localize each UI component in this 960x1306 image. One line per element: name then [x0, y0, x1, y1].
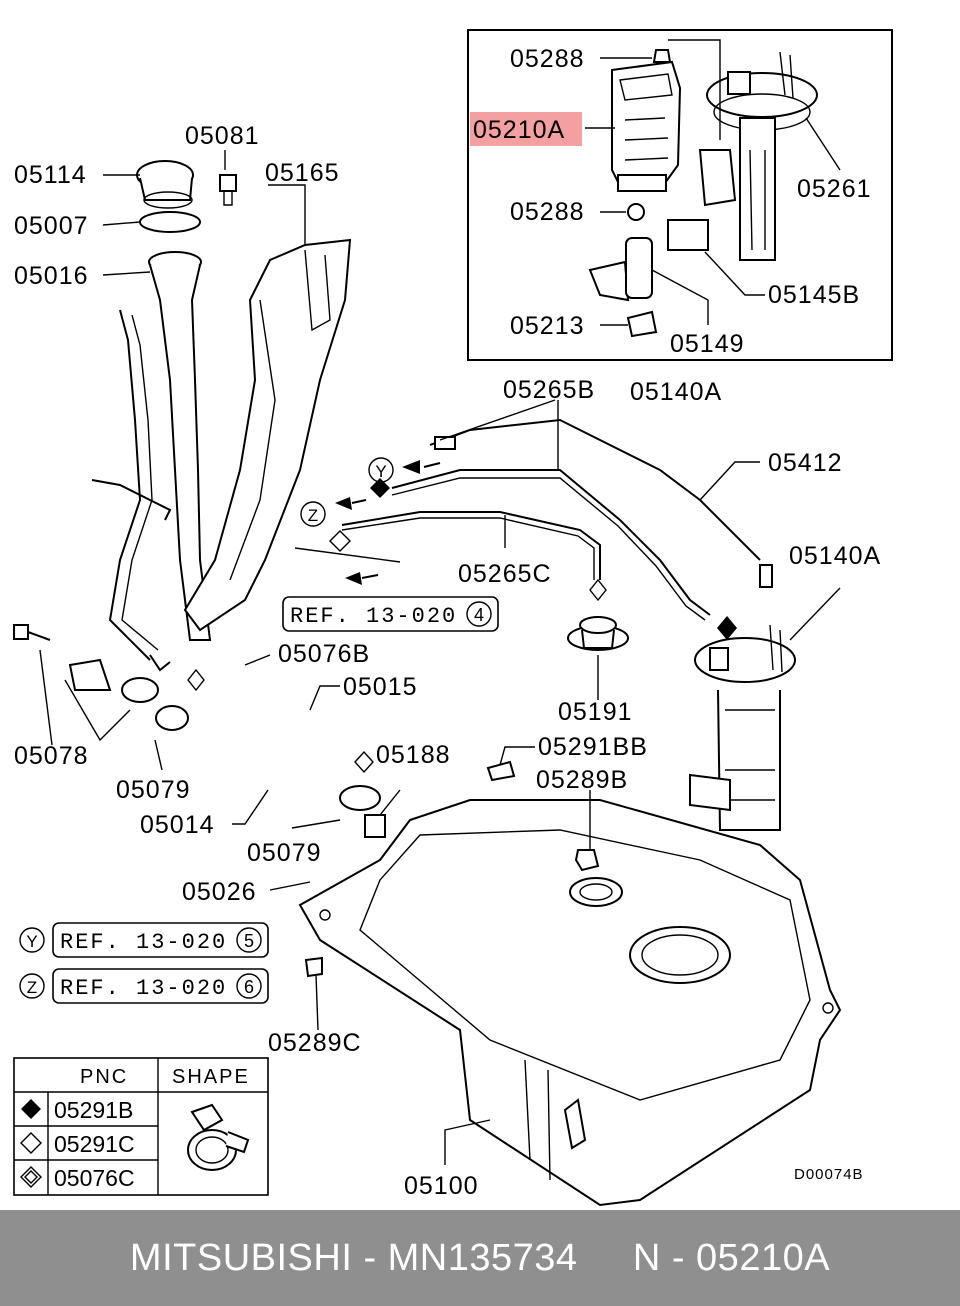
- label-05213: 05213: [510, 312, 585, 340]
- nut-05289b: [574, 849, 600, 872]
- legend-table: PNC SHAPE 05291B 05291C 05076C: [13, 1057, 269, 1196]
- drawing-code: D00074B: [794, 1166, 864, 1183]
- label-05140a-box: 05140A: [630, 378, 722, 406]
- pump-flange-inset: [706, 51, 818, 261]
- label-05289c: 05289C: [268, 1029, 362, 1057]
- marker-y-ref: Y: [26, 932, 37, 951]
- ref-num-5: 5: [244, 931, 254, 951]
- leader-lines: [39, 150, 841, 1165]
- flow-arrows: [187, 460, 737, 774]
- label-05288-bottom: 05288: [510, 198, 585, 226]
- marker-z: Z: [308, 506, 318, 525]
- label-05015: 05015: [343, 673, 418, 701]
- label-05288-top: 05288: [510, 45, 585, 73]
- label-05026: 05026: [182, 878, 257, 906]
- ref-box-5[interactable]: REF. 13-020 5: [52, 922, 269, 958]
- label-05149: 05149: [670, 330, 745, 358]
- legend-pnc-1: 05291B: [54, 1097, 133, 1123]
- label-05014: 05014: [140, 811, 215, 839]
- marker-z-ref: Z: [27, 978, 37, 997]
- legend-pnc-2: 05291C: [54, 1131, 135, 1157]
- footer-caption: MITSUBISHI - MN135734 N - 05210A: [129, 1236, 831, 1279]
- fuel-pump-assembly: [611, 60, 682, 192]
- clip-05291bb: [486, 760, 516, 782]
- label-05191: 05191: [558, 698, 633, 726]
- marker-y: Y: [375, 462, 386, 481]
- label-05079-left: 05079: [116, 776, 191, 804]
- ref-box-6[interactable]: REF. 13-020 6: [52, 968, 269, 1004]
- footer-bar: MITSUBISHI - MN135734 N - 05210A: [0, 1210, 960, 1306]
- label-05188: 05188: [376, 741, 451, 769]
- label-05289b: 05289B: [536, 766, 628, 794]
- label-05412: 05412: [768, 449, 843, 477]
- label-05016: 05016: [14, 262, 89, 290]
- label-05078: 05078: [14, 742, 89, 770]
- neck-bracket: [91, 479, 172, 521]
- label-05291bb: 05291BB: [538, 733, 648, 761]
- pump-module-right: [689, 624, 796, 831]
- ref-num-6: 6: [244, 977, 254, 997]
- label-05265b: 05265B: [503, 376, 595, 404]
- sensor-05078: [13, 624, 112, 691]
- label-05114: 05114: [14, 161, 87, 189]
- legend-col-pnc: PNC: [80, 1066, 128, 1088]
- highlight-05210a: [470, 112, 582, 146]
- label-05265c: 05265C: [458, 560, 552, 588]
- label-05100: 05100: [404, 1172, 479, 1200]
- label-05210a: 05210A: [473, 116, 565, 144]
- label-05079-right: 05079: [247, 839, 322, 867]
- label-05165: 05165: [265, 159, 340, 187]
- filler-neck: [108, 251, 212, 703]
- inset-leader-lines: [585, 39, 841, 326]
- bolt-05289c: [304, 956, 323, 978]
- legend-col-shape: SHAPE: [172, 1066, 250, 1088]
- ref-num-4: 4: [474, 605, 484, 625]
- label-05076b: 05076B: [278, 640, 370, 668]
- ref-text-5: REF. 13-020: [60, 930, 227, 955]
- fuel-pump-inset-frame: [467, 29, 893, 361]
- legend-pnc-3: 05076C: [54, 1165, 135, 1191]
- fuel-tank: [298, 799, 842, 1207]
- label-05145b: 05145B: [768, 281, 860, 309]
- service-cover-05191: [567, 616, 629, 651]
- filled-diamond-icon: [21, 1099, 41, 1119]
- label-05140a: 05140A: [789, 542, 881, 570]
- ref-text-4: REF. 13-020: [290, 604, 457, 629]
- fuel-cap: [136, 160, 194, 209]
- ref-box-4[interactable]: REF. 13-020 4: [282, 596, 499, 632]
- label-05007: 05007: [14, 212, 89, 240]
- hoses-lower-left: [155, 695, 386, 884]
- label-05081: 05081: [185, 122, 260, 150]
- double-diamond-icon: [20, 1166, 42, 1188]
- hose-clip-shape-icon: [187, 1103, 250, 1171]
- open-diamond-icon: [20, 1132, 42, 1154]
- heat-protector: [183, 238, 352, 632]
- inset-small-parts: [588, 49, 737, 338]
- fuel-tank-parts-diagram: 05288 05210A 05261 05288 05145B 05213 05…: [13, 29, 893, 1207]
- vapor-lines: [341, 418, 773, 621]
- cap-bolt: [219, 174, 237, 206]
- cap-gasket: [139, 211, 201, 233]
- ref-text-6: REF. 13-020: [60, 976, 227, 1001]
- label-05261: 05261: [797, 175, 872, 203]
